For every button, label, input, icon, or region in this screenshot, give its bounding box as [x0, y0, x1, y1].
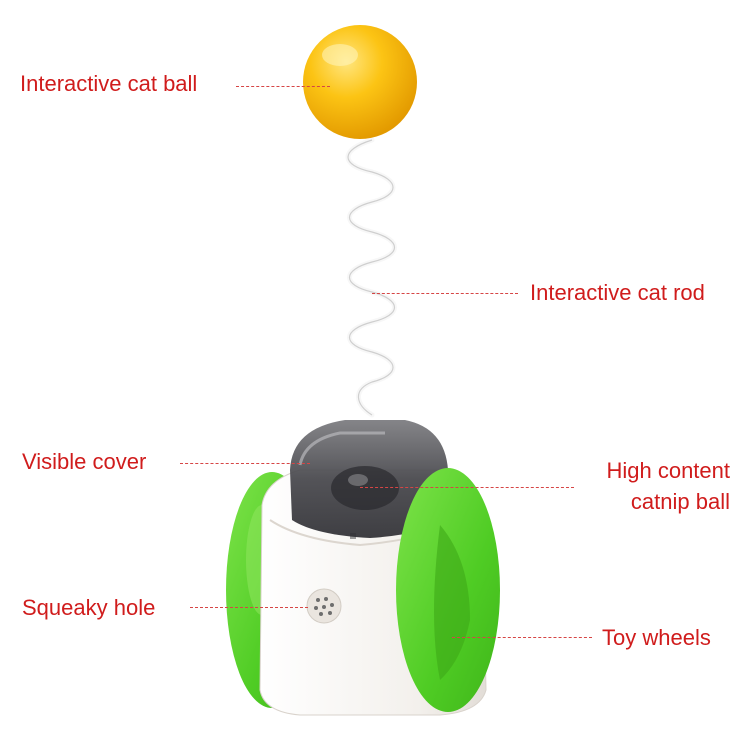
label-catnip-line1: High content	[606, 458, 730, 483]
label-catnip-line2: catnip ball	[630, 489, 730, 514]
label-interactive-cat-rod: Interactive cat rod	[530, 280, 705, 305]
label-interactive-cat-ball: Interactive cat ball	[20, 71, 198, 96]
right-wheel	[396, 468, 500, 712]
leader-catnip-ball	[360, 487, 574, 488]
visible-cover	[290, 420, 448, 538]
leader-squeaky-hole	[190, 607, 308, 608]
label-toy-wheels: Toy wheels	[602, 625, 711, 650]
label-visible-cover: Visible cover	[22, 449, 147, 474]
leader-cat-rod	[372, 293, 518, 294]
leader-visible-cover	[180, 463, 310, 464]
leader-cat-ball	[236, 86, 330, 87]
squeaky-hole	[306, 588, 342, 624]
leader-toy-wheels	[452, 637, 592, 638]
spring-rod	[345, 137, 397, 418]
yellow-ball	[303, 25, 417, 139]
label-squeaky-hole: Squeaky hole	[22, 595, 156, 620]
